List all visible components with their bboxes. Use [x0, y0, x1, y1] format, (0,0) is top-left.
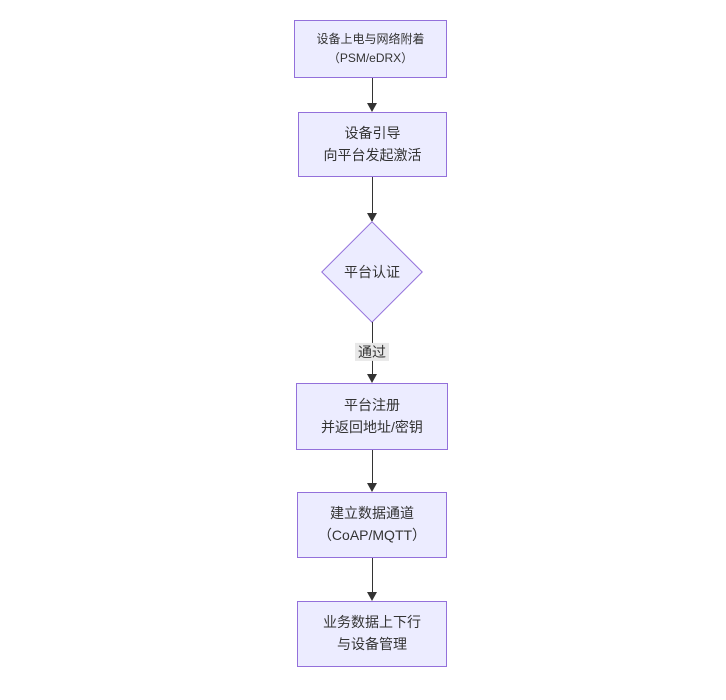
- node-text-line: 并返回地址/密钥: [321, 418, 423, 435]
- node-business-data-management: 业务数据上下行 与设备管理: [297, 601, 447, 667]
- edge-connector: [372, 450, 373, 483]
- decision-platform-auth-label: 平台认证: [322, 258, 422, 286]
- node-text-line: （PSM/eDRX）: [327, 51, 414, 65]
- edge-connector: [372, 78, 373, 103]
- node-text-line: （CoAP/MQTT）: [317, 527, 427, 543]
- edge-label-pass: 通过: [355, 342, 389, 362]
- arrowhead-icon: [367, 592, 377, 601]
- node-text-line: 与设备管理: [337, 636, 407, 652]
- node-text-line: 设备引导: [344, 124, 401, 141]
- node-device-bootstrap: 设备引导 向平台发起激活: [298, 112, 447, 177]
- node-power-on-network-attach: 设备上电与网络附着 （PSM/eDRX）: [294, 20, 447, 78]
- node-platform-register: 平台注册 并返回地址/密钥: [296, 383, 448, 450]
- node-text-line: 业务数据上下行: [323, 614, 421, 631]
- node-data-channel: 建立数据通道 （CoAP/MQTT）: [297, 492, 447, 558]
- arrowhead-icon: [367, 374, 377, 383]
- arrowhead-icon: [367, 483, 377, 492]
- arrowhead-icon: [367, 103, 377, 112]
- edge-connector: [372, 558, 373, 592]
- node-text-line: 向平台发起激活: [323, 146, 422, 163]
- arrowhead-icon: [367, 213, 377, 222]
- node-text-line: 建立数据通道: [330, 505, 414, 522]
- edge-connector: [372, 177, 373, 213]
- node-text-line: 平台认证: [344, 264, 400, 280]
- node-text-line: 平台注册: [344, 396, 400, 413]
- node-text-line: 设备上电与网络附着: [316, 32, 425, 47]
